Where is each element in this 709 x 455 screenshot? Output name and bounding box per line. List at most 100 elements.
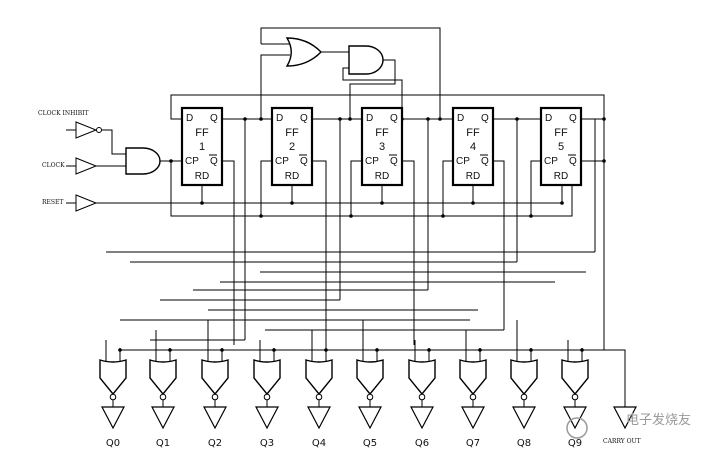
nor-gate-body	[253, 359, 281, 396]
decode-nor-0	[99, 340, 127, 430]
pin-qbar-label: Q	[569, 156, 577, 167]
junction-dot	[169, 159, 173, 163]
decode-nor-8	[510, 320, 538, 430]
nor-bubble	[109, 393, 117, 401]
pin-q-label: Q	[481, 113, 489, 124]
clock-inhibit-inverter	[75, 121, 102, 139]
carry-out-label: CARRY OUT	[603, 438, 641, 445]
pin-q-label: Q	[390, 113, 398, 124]
qbar4	[493, 160, 505, 330]
junction-dot	[602, 117, 606, 121]
nor-gate-body	[459, 359, 487, 396]
nor-gate-body	[356, 359, 384, 396]
output-buffer	[410, 406, 434, 430]
decode-nor-9	[561, 340, 589, 430]
pin-d-label: D	[186, 113, 193, 124]
pin-rd-label: RD	[195, 171, 209, 182]
flipflop-body	[360, 106, 404, 187]
junction-dot	[259, 214, 263, 218]
flipflop-body	[539, 106, 583, 187]
flipflop-name: FF	[466, 127, 480, 139]
flipflop-2	[270, 106, 314, 187]
decode-nor-3	[253, 340, 281, 430]
nor-gate-body	[201, 359, 229, 396]
junction-dot	[471, 201, 475, 205]
clock-inhibit-label: CLOCK INHIBIT	[38, 110, 88, 117]
output-buffer	[358, 406, 382, 430]
output-label-4: Q4	[312, 438, 326, 449]
nor-bubble	[315, 393, 323, 401]
output-buffer	[307, 406, 331, 430]
clock-branch	[260, 160, 272, 216]
pin-q-label: Q	[300, 113, 308, 124]
and-gate-body	[348, 45, 384, 75]
nor-bubble	[159, 393, 167, 401]
junction-dot	[338, 117, 342, 121]
reset-buffer	[75, 194, 98, 212]
inverter-bubble	[96, 127, 102, 133]
output-buffer	[461, 406, 485, 430]
junction-dot	[243, 117, 247, 121]
junction-dot	[259, 117, 263, 121]
decode-nor-4	[305, 330, 333, 430]
pin-qbar-label: Q	[210, 156, 218, 167]
qbar1	[222, 160, 235, 345]
junction-dot	[441, 214, 445, 218]
output-buffer	[255, 406, 279, 430]
top-or-gate	[285, 37, 322, 67]
nor-gate-body	[305, 359, 333, 396]
components	[75, 37, 637, 439]
output-label-9: Q9	[568, 438, 582, 449]
output-buffer	[151, 406, 175, 430]
pin-cp-label: CP	[365, 156, 379, 167]
output-label-7: Q7	[466, 438, 480, 449]
decode-nor-2	[201, 320, 229, 430]
pin-cp-label: CP	[456, 156, 470, 167]
pin-d-label: D	[545, 113, 552, 124]
pin-qbar-label: Q	[300, 156, 308, 167]
junction-dot	[380, 201, 384, 205]
watermark-logo-icon	[566, 417, 588, 439]
q1-to-or	[260, 54, 290, 119]
clock-branch	[442, 160, 454, 216]
nor-bubble	[366, 393, 374, 401]
inhibit-to-and	[101, 129, 126, 155]
output-label-3: Q3	[260, 438, 274, 449]
junction-dot	[560, 201, 564, 205]
flipflop-name: FF	[554, 127, 568, 139]
nor-gate-body	[99, 359, 127, 396]
output-buffer	[101, 406, 125, 430]
pin-rd-label: RD	[554, 171, 568, 182]
nor-bubble	[263, 393, 271, 401]
junction-dot	[349, 214, 353, 218]
junction-dot	[438, 117, 442, 121]
watermark-text: 电子发烧友	[626, 412, 691, 428]
flipflop-index: 2	[289, 141, 295, 153]
pin-qbar-label: Q	[481, 156, 489, 167]
and-gate-body	[125, 147, 161, 175]
clock-branch	[530, 160, 542, 216]
clock-and-gate	[125, 147, 161, 175]
clock-buffer	[75, 157, 98, 175]
pin-q-label: Q	[569, 113, 577, 124]
nor-bubble	[211, 393, 219, 401]
flipflop-body	[180, 106, 224, 187]
buffer-triangle	[75, 157, 98, 175]
pin-cp-label: CP	[275, 156, 289, 167]
carry-out-buffer	[613, 406, 637, 430]
pin-cp-label: CP	[544, 156, 558, 167]
pin-d-label: D	[366, 113, 373, 124]
flipflop-name: FF	[375, 127, 389, 139]
flipflop-index: 1	[199, 141, 205, 153]
flipflop-name: FF	[195, 127, 209, 139]
flipflop-5	[539, 106, 583, 187]
clock-bus-loop	[170, 161, 573, 217]
flipflop-body	[451, 106, 495, 187]
junction-dot	[515, 117, 519, 121]
nor-bubble	[418, 393, 426, 401]
and-out-loop	[349, 59, 396, 119]
nor-gate-body	[408, 359, 436, 396]
flipflop-body	[270, 106, 314, 187]
